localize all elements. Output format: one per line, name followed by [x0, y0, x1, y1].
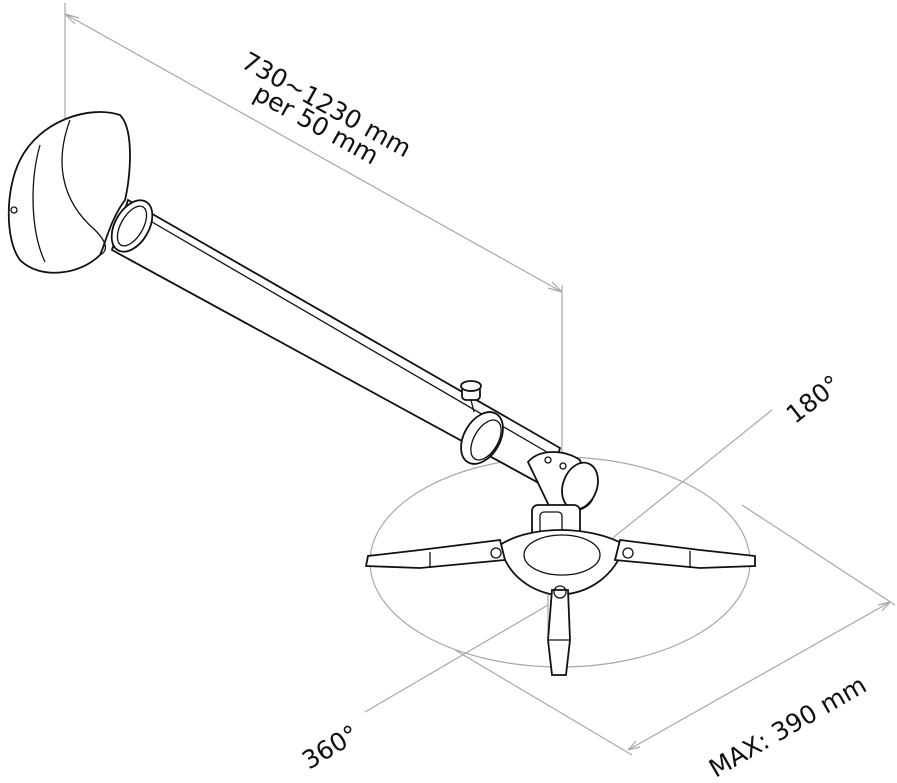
- projector-bracket: [364, 529, 756, 676]
- ceiling-plate: [7, 111, 154, 274]
- adjustment-collar: [460, 380, 504, 465]
- mount-drawing: [7, 3, 896, 756]
- length-dimension: [64, 3, 563, 455]
- max-width-dimension: [454, 504, 896, 756]
